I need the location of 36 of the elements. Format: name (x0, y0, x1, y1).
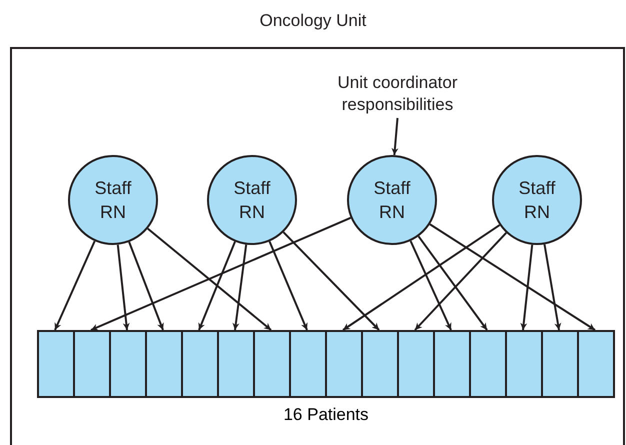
patient-box (507, 330, 543, 398)
arrow (429, 223, 596, 331)
arrow (54, 240, 96, 330)
patient-box (39, 330, 75, 398)
arrow (418, 236, 488, 331)
patient-box (543, 330, 579, 398)
arrow (198, 241, 236, 330)
diagram-title: Oncology Unit (258, 10, 368, 32)
patient-box (111, 330, 147, 398)
arrow (147, 228, 272, 331)
arrow (544, 244, 562, 330)
patient-box (147, 330, 183, 398)
arrow (414, 232, 507, 331)
patient-box (435, 330, 471, 398)
arrow (268, 241, 308, 330)
arrow (391, 118, 398, 156)
arrow (342, 224, 500, 331)
patient-box (579, 330, 615, 398)
row-label: 16 Patients (282, 404, 370, 426)
patient-box (363, 330, 399, 398)
patient-box (75, 330, 111, 398)
arrow (520, 244, 534, 330)
arrow (282, 231, 380, 331)
arrow (90, 216, 352, 331)
patient-box (219, 330, 255, 398)
arrow (128, 242, 164, 330)
arrow (232, 244, 248, 330)
patient-box (327, 330, 363, 398)
patient-box (471, 330, 507, 398)
patient-box (399, 330, 435, 398)
patient-box (183, 330, 219, 398)
arrow (410, 240, 452, 330)
arrow (116, 244, 130, 330)
patient-box (291, 330, 327, 398)
patient-box (255, 330, 291, 398)
note-text: Unit coordinator responsibilities (300, 72, 495, 118)
